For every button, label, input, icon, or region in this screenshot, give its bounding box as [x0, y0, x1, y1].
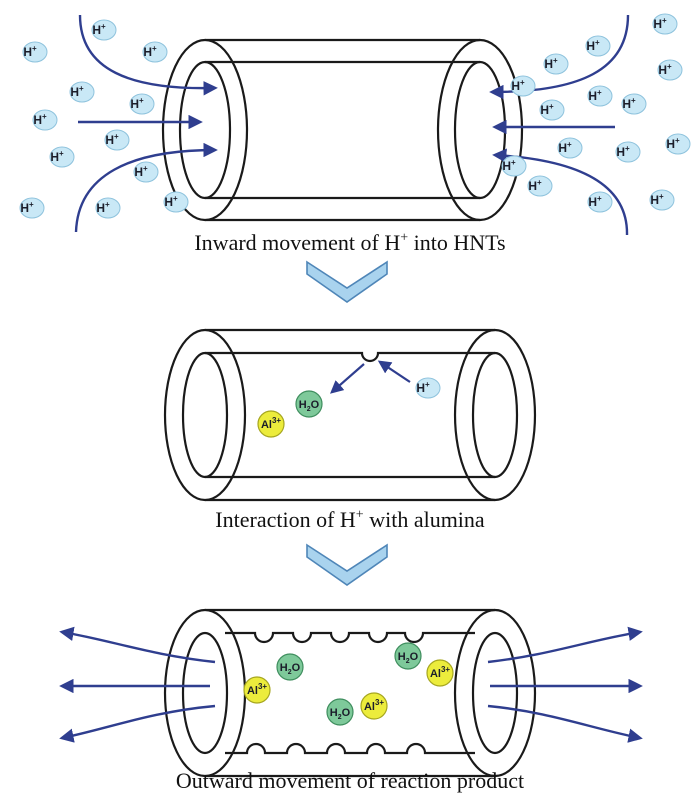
svg-text:Al3+: Al3+: [364, 698, 384, 713]
proton-ion: H+: [142, 41, 168, 63]
proton-ion: H+: [69, 81, 95, 103]
svg-text:H+: H+: [143, 44, 157, 59]
stage-2-caption: Interaction of H+ with alumina: [215, 507, 485, 532]
proton-ion: H+: [510, 75, 536, 97]
proton-ion: H+: [49, 146, 75, 168]
arrow-left-bottom: [74, 142, 218, 233]
stage-3-outflow-arrows: [59, 626, 643, 743]
svg-text:H+: H+: [50, 149, 64, 164]
svg-text:H+: H+: [92, 22, 106, 37]
proton-ion: H+: [501, 155, 527, 177]
svg-text:H+: H+: [70, 84, 84, 99]
proton-ion: H+: [585, 35, 611, 57]
svg-text:H+: H+: [658, 62, 672, 77]
svg-text:H+: H+: [653, 16, 667, 31]
arrow-out-right-top: [487, 626, 643, 664]
svg-text:H2O: H2O: [280, 662, 301, 676]
proton-ion: H+: [32, 109, 58, 131]
proton-ion: H+: [95, 197, 121, 219]
svg-text:H+: H+: [130, 96, 144, 111]
svg-text:H+: H+: [528, 178, 542, 193]
svg-text:H+: H+: [134, 164, 148, 179]
proton-ion: H+: [587, 85, 613, 107]
svg-text:H2O: H2O: [398, 651, 419, 665]
svg-text:H+: H+: [540, 102, 554, 117]
proton-ion: H+: [19, 197, 45, 219]
arrow-out-right-bottom: [487, 704, 643, 743]
proton-ion: H+: [649, 189, 675, 211]
stage-3-caption: Outward movement of reaction product: [175, 768, 525, 793]
aluminium-ion: Al3+: [257, 410, 285, 438]
svg-text:H+: H+: [622, 96, 636, 111]
svg-text:H+: H+: [416, 380, 430, 395]
proton-ion: H+: [415, 377, 441, 399]
aluminium-ion: Al3+: [360, 692, 388, 720]
chevron-down-icon: [306, 543, 388, 586]
proton-ion: H+: [163, 191, 189, 213]
arrow-right-bottom: [492, 148, 629, 236]
etched-inner-wall-top: [225, 631, 475, 644]
svg-text:H+: H+: [588, 194, 602, 209]
stage-3-species: H2O Al3+ H2O Al3+ H2O Al3+: [243, 642, 454, 726]
arrow-out-left-top: [59, 626, 216, 664]
water-molecule: H2O: [394, 642, 422, 670]
proton-ion: H+: [129, 93, 155, 115]
proton-ion: H+: [22, 41, 48, 63]
svg-text:H+: H+: [105, 132, 119, 147]
proton-ion: H+: [657, 59, 683, 81]
svg-text:H+: H+: [588, 88, 602, 103]
svg-text:H+: H+: [96, 200, 110, 215]
stage-2-species: H+ Al3+ H2O: [257, 377, 441, 438]
arrow-wall-to-water: [330, 363, 365, 394]
proton-ion: H+: [665, 133, 691, 155]
stage-1-caption: Inward movement of H+ into HNTs: [194, 230, 506, 255]
arrow-out-left-bottom: [59, 704, 216, 743]
svg-text:H+: H+: [20, 200, 34, 215]
stage-2-arrows: [330, 360, 411, 394]
svg-text:Al3+: Al3+: [261, 416, 281, 431]
svg-text:Al3+: Al3+: [430, 665, 450, 680]
proton-ion: H+: [652, 13, 678, 35]
arrow-proton-to-wall: [377, 360, 411, 383]
proton-ion: H+: [104, 129, 130, 151]
svg-text:H+: H+: [502, 158, 516, 173]
aluminium-ion: Al3+: [426, 659, 454, 687]
proton-ion: H+: [91, 19, 117, 41]
svg-text:Al3+: Al3+: [247, 682, 267, 697]
arrow-left-top: [78, 14, 218, 96]
svg-text:H+: H+: [511, 78, 525, 93]
svg-text:H+: H+: [666, 136, 680, 151]
proton-ion: H+: [133, 161, 159, 183]
svg-text:H+: H+: [616, 144, 630, 159]
proton-ion: H+: [621, 93, 647, 115]
aluminium-ion: Al3+: [243, 676, 271, 704]
svg-text:H+: H+: [586, 38, 600, 53]
chevron-down-icon: [306, 260, 388, 303]
svg-text:H2O: H2O: [299, 399, 320, 413]
svg-text:H+: H+: [544, 56, 558, 71]
stage-1-protons: H+ H+ H+ H+ H+ H+ H+ H+ H+ H+ H+ H+ H+ H+ H+ H+ H+ H+ H+ H+…: [19, 13, 691, 219]
water-molecule: H2O: [326, 698, 354, 726]
etched-inner-wall-bottom: [225, 742, 475, 755]
stage-1-tube: [161, 38, 524, 222]
proton-ion: H+: [587, 191, 613, 213]
proton-ion: H+: [527, 175, 553, 197]
stage-2-tube: [163, 328, 537, 502]
proton-ion: H+: [615, 141, 641, 163]
svg-text:H+: H+: [164, 194, 178, 209]
svg-text:H2O: H2O: [330, 707, 351, 721]
water-molecule: H2O: [276, 653, 304, 681]
proton-ion: H+: [557, 137, 583, 159]
proton-ion: H+: [543, 53, 569, 75]
svg-text:H+: H+: [650, 192, 664, 207]
svg-text:H+: H+: [33, 112, 47, 127]
svg-text:H+: H+: [23, 44, 37, 59]
svg-text:H+: H+: [558, 140, 572, 155]
water-molecule: H2O: [295, 390, 323, 418]
stage-1-inflow-arrows: [74, 14, 630, 236]
stage-3-tube: [163, 608, 537, 778]
proton-ion: H+: [539, 99, 565, 121]
